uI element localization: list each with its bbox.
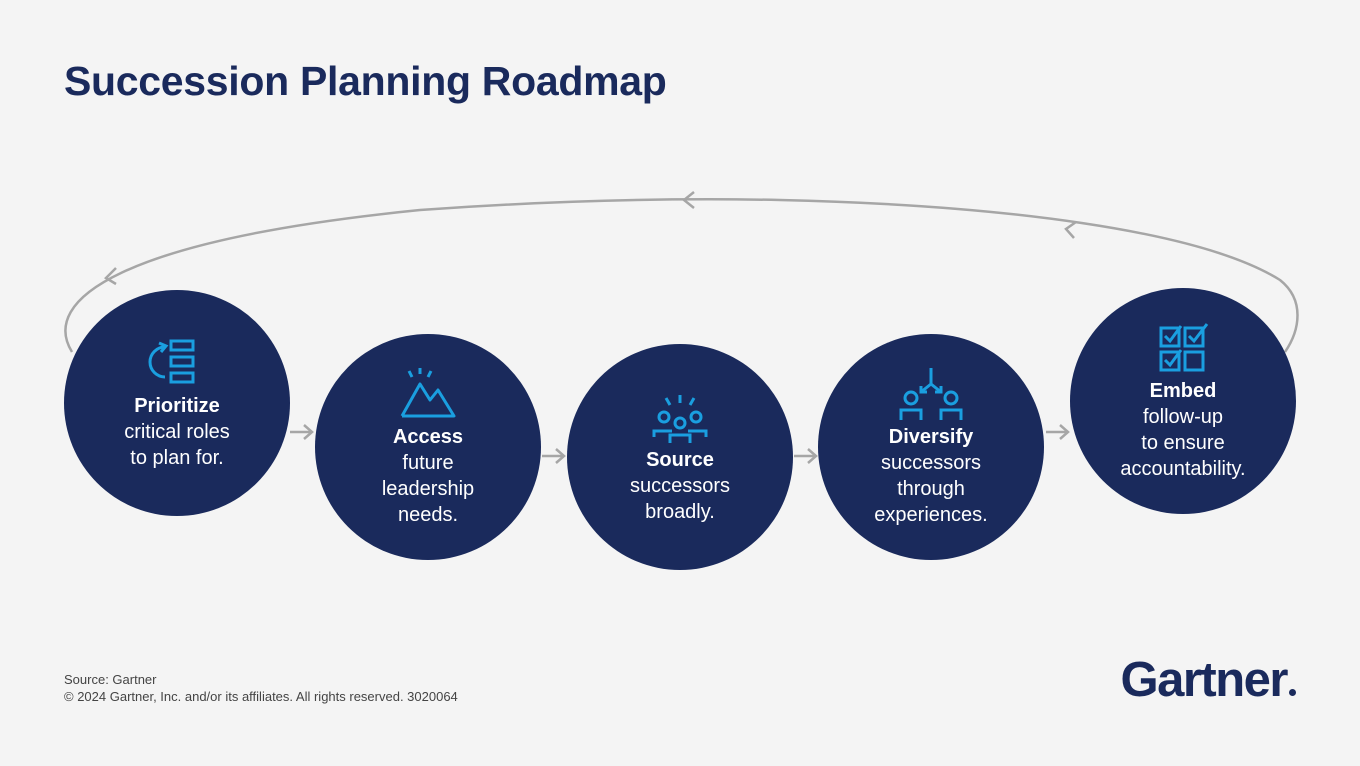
step-description-line: future — [402, 452, 454, 474]
step-description-line: critical roles — [124, 421, 230, 443]
step-description-line: through — [897, 478, 965, 500]
step-description-line: experiences. — [874, 504, 988, 526]
step-arrow-1 — [290, 424, 314, 440]
step-description-line: broadly. — [645, 501, 715, 523]
step-title: Access — [392, 426, 464, 448]
step-embed: Embed follow-up to ensure accountability… — [1070, 288, 1296, 514]
step-title: Diversify — [888, 426, 974, 448]
step-title: Source — [646, 449, 714, 471]
loop-arrowhead-1 — [681, 191, 695, 209]
loop-arrowhead-3 — [103, 267, 117, 286]
people-group-icon — [648, 389, 712, 445]
loop-arrowhead-2 — [1064, 220, 1077, 239]
mountain-peaks-icon — [396, 366, 460, 422]
step-description-line: follow-up — [1142, 406, 1224, 428]
checklist-icon — [1151, 320, 1215, 376]
logo-text: Gartner — [1120, 653, 1288, 707]
step-description-line: successors — [880, 452, 982, 474]
step-description-line: leadership — [381, 478, 475, 500]
logo-dot — [1289, 689, 1296, 696]
step-source: Source successors broadly. — [567, 344, 793, 570]
gartner-logo: Gartner — [1120, 652, 1296, 708]
step-description-line: needs. — [397, 504, 459, 526]
step-arrow-4 — [1046, 424, 1070, 440]
source-note: Source: Gartner — [64, 672, 157, 687]
return-loop-arrow-path — [64, 198, 1299, 353]
step-description-line: successors — [629, 475, 731, 497]
step-access: Access future leadership needs. — [315, 334, 541, 560]
step-description-line: accountability. — [1120, 458, 1246, 480]
priority-list-icon — [145, 335, 209, 391]
page-title: Succession Planning Roadmap — [64, 58, 667, 104]
footer: Source: Gartner © 2024 Gartner, Inc. and… — [64, 671, 458, 705]
step-diversify: Diversify successors through experiences… — [818, 334, 1044, 560]
copyright-note: © 2024 Gartner, Inc. and/or its affiliat… — [64, 689, 458, 704]
step-description-line: to ensure — [1141, 432, 1225, 454]
step-title: Prioritize — [134, 395, 220, 417]
step-arrow-2 — [542, 448, 566, 464]
step-description-line: to plan for. — [130, 447, 224, 469]
step-prioritize: Prioritize critical roles to plan for. — [64, 290, 290, 516]
diverging-people-icon — [899, 366, 963, 422]
step-title: Embed — [1149, 380, 1217, 402]
step-arrow-3 — [794, 448, 818, 464]
